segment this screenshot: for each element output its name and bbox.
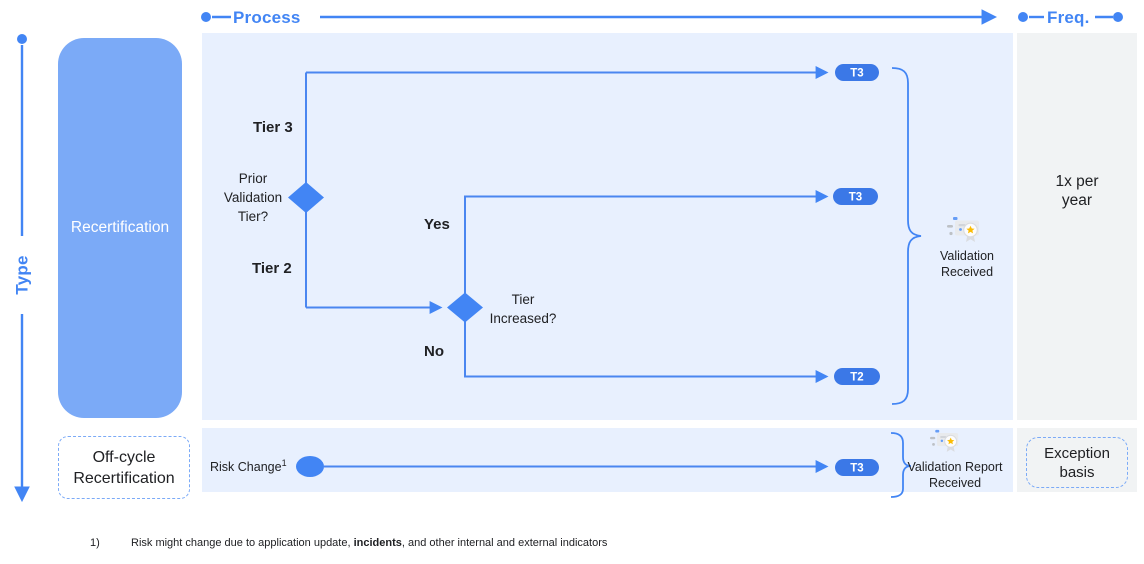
risk-change-label: Risk Change1 — [210, 458, 287, 475]
footnote-number: 1) — [90, 537, 100, 549]
pill-t2-label: T2 — [850, 372, 863, 384]
validation-report-received-label: Validation Report Received — [907, 460, 1003, 490]
recertification-box: Recertification — [58, 38, 182, 418]
outcome-pills: T3 T3 T2 T3 — [833, 64, 880, 476]
flow-connectors — [305, 66, 829, 473]
pill-t3-top-label: T3 — [850, 68, 863, 80]
validation-received-brace — [891, 67, 922, 405]
connector-yes-to-t3 — [464, 190, 829, 294]
process-panel-recertification — [202, 33, 1013, 420]
validation-received-label: Validation Received — [940, 249, 994, 279]
footnote-text: Risk might change due to application upd… — [131, 537, 608, 549]
connector-no-to-t2 — [464, 321, 829, 383]
pill-t3-top — [835, 64, 879, 81]
pill-t3-middle — [833, 188, 878, 205]
freq-panel-recertification — [1017, 33, 1137, 420]
branch-label-yes: Yes — [424, 216, 450, 233]
frequency-recertification: 1x per year — [1055, 173, 1099, 209]
decision1-diamond — [288, 182, 324, 213]
process-axis — [201, 9, 998, 25]
freq-axis-label: Freq. — [1047, 8, 1090, 27]
type-axis-label: Type — [4, 236, 42, 314]
pill-t2 — [834, 368, 880, 385]
certificate-star-icon — [946, 216, 980, 243]
decision2-diamond — [447, 292, 483, 323]
branch-label-tier2: Tier 2 — [252, 260, 292, 277]
decision2-question: Tier Increased? — [489, 292, 557, 326]
branch-label-no: No — [424, 343, 444, 360]
process-panel-off-cycle — [202, 428, 1013, 492]
branch-label-tier3: Tier 3 — [253, 119, 293, 136]
certificate-star-icon — [929, 429, 959, 453]
recertification-label: Recertification — [70, 219, 170, 236]
validation-report-brace — [890, 432, 912, 498]
pill-t3-middle-label: T3 — [849, 192, 862, 204]
decision1-question: Prior Validation Tier? — [223, 171, 283, 224]
off-cycle-recertification-box: Off-cycle Recertification — [58, 436, 190, 499]
freq-axis — [1018, 12, 1123, 22]
pill-t3-off-cycle — [835, 459, 879, 476]
pill-t3-off-cycle-label: T3 — [850, 463, 863, 475]
risk-change-start-node — [296, 456, 324, 477]
process-axis-label: Process — [233, 8, 301, 27]
exception-basis-box: Exception basis — [1026, 437, 1128, 488]
footnote-ref: 1 — [281, 458, 287, 468]
